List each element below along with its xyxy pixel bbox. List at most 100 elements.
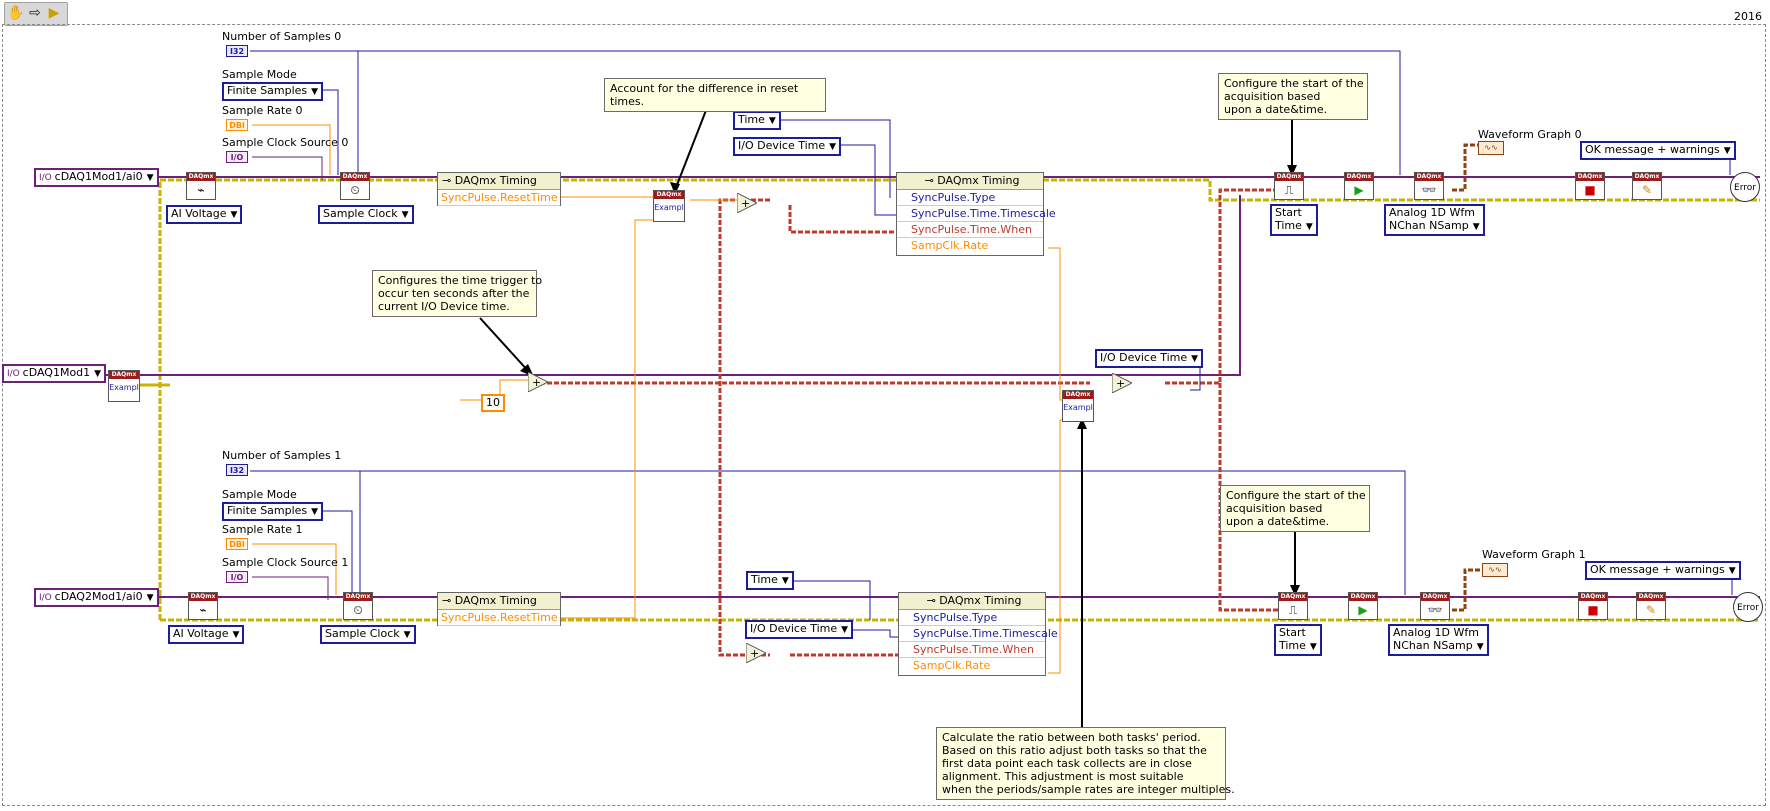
chevron-down-icon: ▼ [1728,566,1736,576]
samp-clk-rate[interactable]: SampClk.Rate [913,659,991,672]
chevron-down-icon: ▼ [232,630,240,640]
ratio-comment: Calculate the ratio between both tasks' … [936,727,1235,800]
svg-text:+: + [532,376,541,389]
samp-clk-rate[interactable]: SampClk.Rate [911,239,989,252]
ok-message-0-select[interactable]: OK message + warnings▼ [1580,141,1736,160]
add-node-0[interactable]: + [736,192,759,214]
start-time-0-select[interactable]: Start Time▼ [1270,204,1318,236]
ten-constant[interactable]: 10 [481,394,505,412]
property-node-icon: ⊸ [924,174,938,187]
stop-task-1-vi[interactable]: DAQmx■ [1578,592,1608,620]
stop-icon: ■ [1584,183,1596,197]
run-highlight-icon[interactable]: ▶ [48,5,60,21]
start-time-1-select[interactable]: Start Time▼ [1274,624,1322,656]
io-icon: I/O [39,173,55,183]
create-channel-1-vi[interactable]: DAQmx⌁ [188,592,218,620]
sample-rate-0-control[interactable]: DBl [226,119,248,131]
num-samples-0-label: Number of Samples 0 [222,30,342,43]
create-channel-icon: ⌁ [197,183,205,197]
sync-pulse-when[interactable]: SyncPulse.Time.When [897,222,1043,238]
chevron-down-icon: ▼ [401,210,409,220]
timing-property-node-1b[interactable]: ⊸ DAQmx Timing SyncPulse.Type SyncPulse.… [898,592,1058,676]
read-0-vi[interactable]: DAQmx👓 [1414,172,1444,200]
timing-property-node-0b[interactable]: ⊸ DAQmx Timing SyncPulse.Type SyncPulse.… [896,172,1056,256]
property-node-title: DAQmx Timing [454,174,537,187]
add-node-1[interactable]: + [745,642,768,664]
trigger-icon: ⎍ [1284,183,1294,197]
sync-pulse-reset-time[interactable]: SyncPulse.ResetTime [438,190,560,206]
timing-0-vi[interactable]: DAQmx⏲ [340,172,370,200]
sample-rate-1-label: Sample Rate 1 [222,523,303,536]
timing-property-node-1a[interactable]: ⊸ DAQmx Timing SyncPulse.ResetTime [437,592,561,626]
clock-icon: ⏲ [353,603,363,617]
waveform-graph-1[interactable]: ∿∿ [1482,563,1508,577]
add-node-mid[interactable]: + [1111,372,1134,394]
sync-pulse-type[interactable]: SyncPulse.Type [899,610,1045,626]
device-control[interactable]: I/O cDAQ1Mod1▼ [2,364,107,383]
io-device-time-1[interactable]: I/O Device Time▼ [745,620,854,639]
error-dialog-0-icon[interactable]: Error [1730,172,1760,202]
start-task-1-vi[interactable]: DAQmx▶ [1348,592,1378,620]
add-node-device[interactable]: + [527,371,550,393]
clock-source-0-control[interactable]: I/O [226,151,248,163]
sample-clock-0-select[interactable]: Sample Clock▼ [318,205,414,224]
sync-pulse-timescale[interactable]: SyncPulse.Time.Timescale [899,626,1058,642]
chevron-down-icon: ▼ [768,116,776,126]
clear-task-1-vi[interactable]: DAQmx✎ [1636,592,1666,620]
time-const-1[interactable]: Time▼ [746,571,794,590]
read-mode-0-select[interactable]: Analog 1D Wfm NChan NSamp▼ [1384,204,1485,236]
create-channel-0-vi[interactable]: DAQmx⌁ [186,172,216,200]
read-1-vi[interactable]: DAQmx👓 [1420,592,1450,620]
num-samples-1-control[interactable]: I32 [226,464,248,476]
channel-1-control[interactable]: I/O cDAQ2Mod1/ai0▼ [34,588,159,607]
sync-pulse-when[interactable]: SyncPulse.Time.When [899,642,1045,658]
clear-task-0-vi[interactable]: DAQmx✎ [1632,172,1662,200]
property-node-icon: ⊸ [926,594,940,607]
io-icon: I/O [7,369,23,379]
trigger-icon: ⎍ [1288,603,1298,617]
chevron-down-icon: ▼ [311,507,319,517]
time-const-0[interactable]: Time▼ [733,111,781,130]
channel-0-control[interactable]: I/O cDAQ1Mod1/ai0▼ [34,168,159,187]
sample-mode-0-label: Sample Mode [222,68,297,81]
sample-rate-1-control[interactable]: DBl [226,538,248,550]
trigger-0-vi[interactable]: DAQmx⎍ [1274,172,1304,200]
clock-icon: ⏲ [350,183,360,197]
arrow-icon[interactable]: ⇨ [29,5,41,21]
svg-text:+: + [750,647,759,660]
error-dialog-1-icon[interactable]: Error [1733,592,1763,622]
start-task-0-vi[interactable]: DAQmx▶ [1344,172,1374,200]
read-mode-1-select[interactable]: Analog 1D Wfm NChan NSamp▼ [1388,624,1489,656]
stop-task-0-vi[interactable]: DAQmx■ [1575,172,1605,200]
sync-pulse-timescale[interactable]: SyncPulse.Time.Timescale [897,206,1056,222]
sample-rate-0-label: Sample Rate 0 [222,104,303,117]
ai-voltage-0-select[interactable]: AI Voltage▼ [166,205,243,224]
io-icon: I/O [39,593,55,603]
hand-icon[interactable]: ✋ [7,5,25,21]
timing-1-vi[interactable]: DAQmx⏲ [343,592,373,620]
sample-mode-0-select[interactable]: Finite Samples▼ [222,82,324,101]
timing-property-node-0a[interactable]: ⊸ DAQmx Timing SyncPulse.ResetTime [437,172,561,206]
chevron-down-icon: ▼ [146,593,154,603]
clock-source-0-label: Sample Clock Source 0 [222,136,349,149]
io-device-time-mid[interactable]: I/O Device Time▼ [1095,349,1204,368]
ten-seconds-comment: Configures the time trigger to occur ten… [372,270,542,317]
sample-clock-1-select[interactable]: Sample Clock▼ [320,625,416,644]
waveform-graph-0[interactable]: ∿∿ [1478,141,1504,155]
diagram-frame [2,24,1766,806]
property-node-icon: ⊸ [442,594,455,607]
sync-pulse-type[interactable]: SyncPulse.Type [897,190,1043,206]
num-samples-0-control[interactable]: I32 [226,45,248,57]
sample-mode-1-select[interactable]: Finite Samples▼ [222,502,324,521]
io-device-time-0[interactable]: I/O Device Time▼ [733,137,842,156]
sync-pulse-reset-time[interactable]: SyncPulse.ResetTime [438,610,560,626]
ai-voltage-1-select[interactable]: AI Voltage▼ [168,625,245,644]
trigger-1-vi[interactable]: DAQmx⎍ [1278,592,1308,620]
property-node-title: DAQmx Timing [937,174,1020,187]
ok-message-1-select[interactable]: OK message + warnings▼ [1585,561,1741,580]
clock-source-1-control[interactable]: I/O [226,571,248,583]
